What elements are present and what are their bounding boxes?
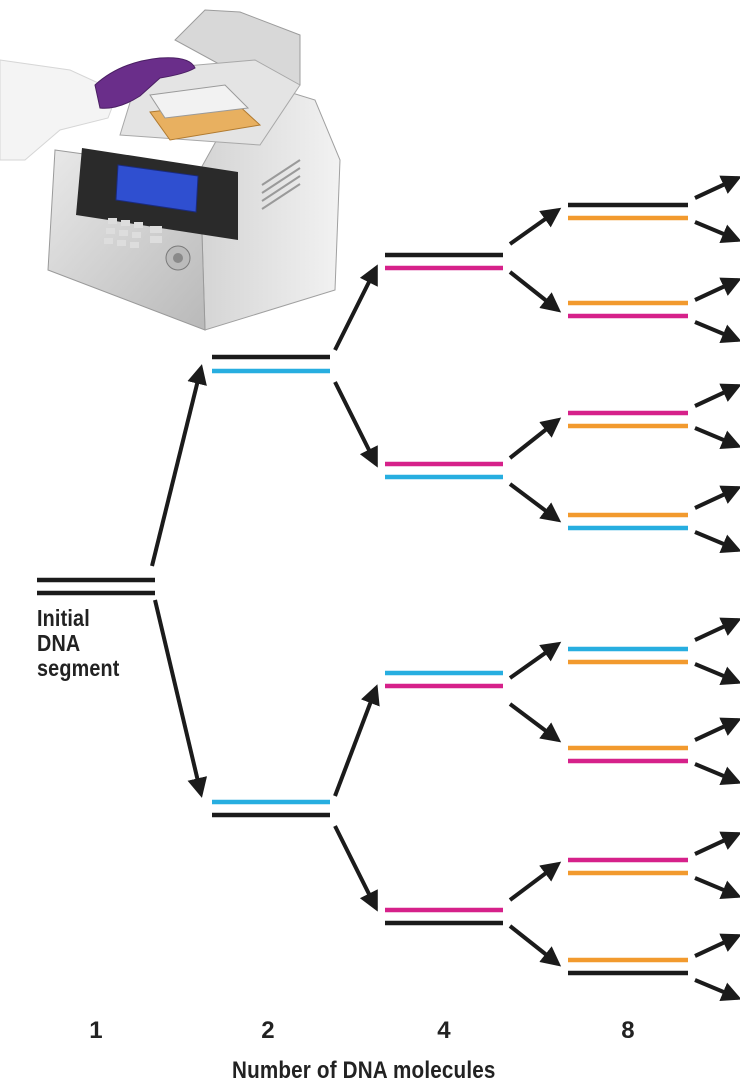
arrow-2-to-4-b <box>333 381 378 468</box>
dna-molecule-gen2-top <box>212 354 330 374</box>
dna-molecule-gen8 <box>568 745 688 764</box>
arrow-4-to-8-d <box>508 482 562 523</box>
initial-label-line: Initial <box>37 605 90 631</box>
arrow-8-to-16 <box>694 175 740 200</box>
pcr-thermocycler-machine-icon <box>0 9 341 331</box>
dna-molecule-gen8 <box>568 646 688 665</box>
dna-molecule-gen8 <box>568 857 688 876</box>
arrow-8-to-16 <box>694 617 740 642</box>
axis-title: Number of DNA molecules <box>232 1057 496 1084</box>
arrow-8-to-16 <box>694 485 740 510</box>
arrow-8-to-16 <box>694 383 740 408</box>
dna-molecule-gen4 <box>385 461 503 480</box>
arrow-8-to-16 <box>694 530 740 554</box>
arrow-8-to-16 <box>694 978 740 1002</box>
dna-molecule-initial <box>37 577 155 596</box>
initial-label-line: segment <box>37 655 120 681</box>
initial-label-line: DNA <box>37 630 81 656</box>
dna-molecules <box>37 202 688 976</box>
dna-molecule-gen4 <box>385 907 503 926</box>
arrow-2-to-4-c <box>333 684 380 797</box>
arrow-8-to-16 <box>694 762 740 786</box>
arrow-4-to-8-g <box>508 861 562 902</box>
arrow-8-to-16 <box>694 933 740 958</box>
dna-molecule-gen4 <box>385 670 503 689</box>
arrow-8-to-16 <box>694 831 740 856</box>
arrow-8-to-16 <box>694 876 740 900</box>
dna-molecule-gen2-bottom <box>212 799 330 818</box>
molecule-count-2: 2 <box>261 1017 275 1044</box>
molecule-count-1: 1 <box>89 1017 103 1044</box>
initial-dna-segment-label: Initial DNA segment <box>37 606 120 681</box>
arrow-4-to-8-b <box>508 270 562 313</box>
molecule-count-8: 8 <box>621 1017 635 1044</box>
arrow-4-to-8-h <box>508 924 562 967</box>
dna-molecule-gen8 <box>568 202 688 221</box>
dna-molecule-gen8 <box>568 512 688 531</box>
arrow-8-to-16 <box>694 220 740 244</box>
arrow-1-to-2-bottom <box>153 599 208 798</box>
arrow-2-to-4-a <box>333 264 378 351</box>
dna-molecule-gen8 <box>568 300 688 319</box>
molecule-count-4: 4 <box>437 1017 451 1044</box>
arrow-4-to-8-a <box>508 207 562 246</box>
arrow-8-to-16 <box>694 277 740 302</box>
arrow-4-to-8-e <box>508 641 562 680</box>
dna-molecule-gen8 <box>568 410 688 429</box>
replication-arrows <box>150 175 740 1002</box>
arrow-8-to-16 <box>694 426 740 450</box>
arrow-8-to-16 <box>694 662 740 686</box>
arrow-4-to-8-c <box>508 417 562 460</box>
dna-molecule-gen4 <box>385 252 503 271</box>
arrow-8-to-16 <box>694 717 740 742</box>
dna-molecule-gen8 <box>568 957 688 976</box>
arrow-8-to-16 <box>694 320 740 344</box>
arrow-2-to-4-d <box>333 825 378 912</box>
arrow-4-to-8-f <box>508 702 562 743</box>
arrow-1-to-2-top <box>150 364 207 567</box>
